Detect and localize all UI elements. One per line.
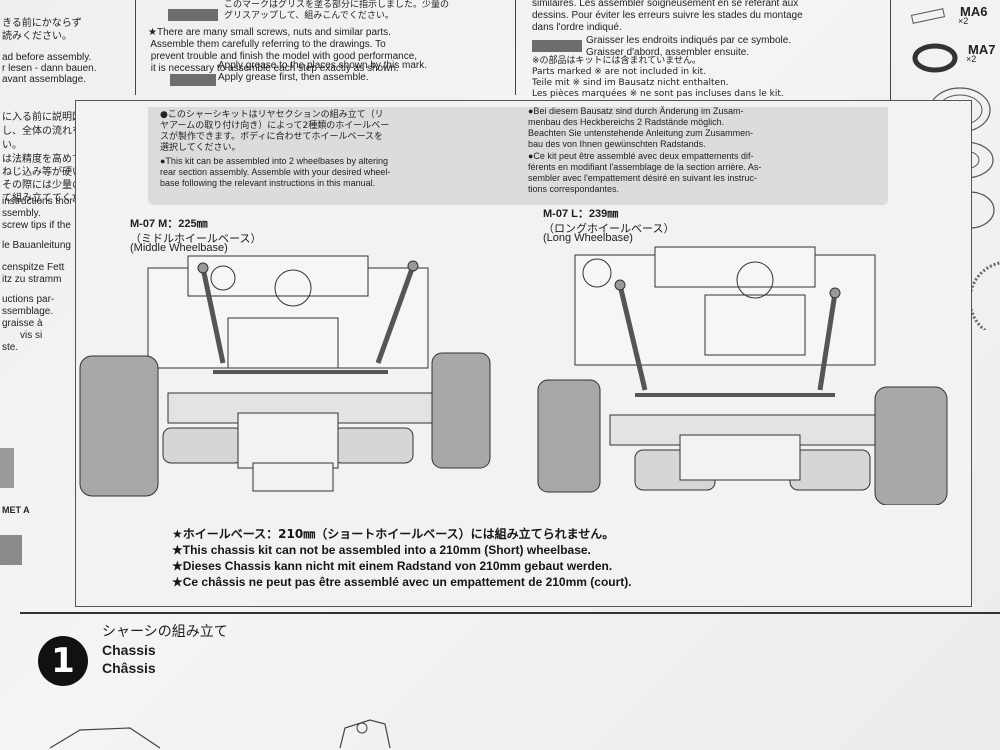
part-ma6-qty: ×2 — [958, 16, 969, 26]
grease-fr1: Graisser les endroits indiqués par ce sy… — [586, 35, 792, 46]
top-left-de: r lesen - dann bauen. — [2, 63, 97, 74]
left-col-4: は法精度を高めて — [2, 154, 82, 165]
left-wheel-l — [537, 379, 601, 493]
step-title-jp: シャーシの組み立て — [102, 624, 228, 640]
left-col-3: い。 — [2, 140, 22, 151]
grease-en: Apply grease to the places shown by this… — [218, 60, 427, 71]
top-left-jp-2: 読みください。 — [2, 31, 72, 42]
notice-jp: ★ホイールベース：210㎜（ショートホイールベース）には組み立てられません。 — [172, 527, 615, 541]
notice-en: ★This chassis kit can not be assembled i… — [172, 543, 591, 557]
grease-jp-text: このマークはグリスを塗る部分に指示しました。少量の グリスアップして、組みこんで… — [224, 0, 450, 21]
right-wheel-m — [431, 352, 491, 469]
banner-jp: ●このシャーシキットはリヤセクションの組み立て（リ ヤアームの取り付け向き）によ… — [160, 110, 390, 153]
left-col-15: ssemblage. — [2, 306, 54, 317]
banner-de: ●Bei diesem Bausatz sind durch Änderung … — [528, 106, 754, 149]
column-divider-2 — [515, 0, 516, 95]
left-col-5: ねじ込み等が硬い場 — [2, 167, 92, 178]
left-col-16: graisse à — [2, 318, 43, 329]
grease-mark-2 — [170, 74, 216, 86]
step-drawing-fragment — [49, 719, 391, 749]
notice-fr: ★Ce châssis ne peut pas être assemblé av… — [172, 575, 632, 589]
small-parts-note: ★There are many small screws, nuts and s… — [148, 27, 418, 74]
grease-mark-3 — [532, 40, 582, 52]
part-ma7-label: MA7 — [968, 42, 996, 57]
column-divider — [135, 0, 136, 95]
left-wheel-m — [79, 355, 159, 497]
left-col-6: その際には少量の — [2, 180, 82, 191]
wheelbase-notice: ★ホイールベース：210㎜（ショートホイールベース）には組み立てられません。 ★… — [172, 526, 632, 590]
step-title-fr: Châssis — [102, 660, 156, 676]
banner-en: ●This kit can be assembled into 2 wheelb… — [160, 156, 391, 188]
top-left-en: ad before assembly. — [2, 52, 92, 63]
left-col-11: le Bauanleitung — [2, 240, 71, 251]
left-label: MET A — [2, 505, 30, 515]
step-title-en: Chassis — [102, 642, 156, 658]
left-col-8: instructions thor- — [2, 196, 76, 207]
top-left-fr: avant assemblage. — [2, 74, 86, 85]
chassis-diagram-long — [537, 246, 948, 505]
right-wheel-l — [874, 386, 948, 505]
left-col-10: screw tips if the — [2, 220, 71, 231]
part-ma6-label: MA6 — [960, 4, 988, 19]
wheelbase-m-jp: （ミドルホイールベース） — [130, 232, 262, 245]
step-title: シャーシの組み立て Chassis Châssis — [102, 623, 228, 677]
left-col-13: itz zu stramm — [2, 274, 62, 285]
grease-fr2: Graisser d'abord, assembler ensuite. — [586, 47, 750, 58]
grease-assemble-en: Apply grease first, then assemble. — [218, 72, 369, 83]
wheelbase-l-title: M-07 L：239㎜ — [543, 208, 619, 220]
info-banner — [148, 107, 888, 205]
left-col-7: て組み立ててくださ — [2, 193, 92, 204]
left-col-17: vis si — [20, 330, 43, 341]
left-col-14: uctions par- — [2, 294, 55, 305]
notice-de: ★Dieses Chassis kann nicht mit einem Rad… — [172, 559, 613, 573]
step-divider — [20, 612, 1000, 614]
left-col-12: censpitze Fett — [2, 262, 65, 273]
left-grey-block-2 — [0, 448, 14, 488]
left-col-2: し、全体の流れを — [2, 126, 82, 137]
left-col-1: に入る前に説明図を — [2, 112, 92, 123]
wheelbase-l-en: (Long Wheelbase) — [543, 232, 633, 244]
left-grey-block — [0, 535, 22, 565]
not-included-note: ※の部品はキットには含まれていません。 Parts marked ※ are n… — [532, 56, 784, 99]
wheelbase-m-en: (Middle Wheelbase) — [130, 242, 228, 254]
part-ma7-qty: ×2 — [966, 54, 977, 64]
grease-mark — [168, 9, 218, 21]
left-col-9: ssembly. — [2, 208, 41, 219]
left-col-18: ste. — [2, 342, 19, 353]
wheelbase-m-title: M-07 M：225㎜ — [130, 218, 208, 230]
wheelbase-l-jp: （ロングホイールベース） — [543, 222, 675, 235]
step-number: 1 — [38, 636, 88, 686]
fr-note: similaires. Les assembler soigneusement … — [532, 0, 803, 33]
banner-fr: ●Ce kit peut être assemblé avec deux emp… — [528, 151, 762, 194]
chassis-diagram-middle — [79, 255, 491, 497]
top-left-jp-1: きる前にかならず — [2, 18, 82, 29]
